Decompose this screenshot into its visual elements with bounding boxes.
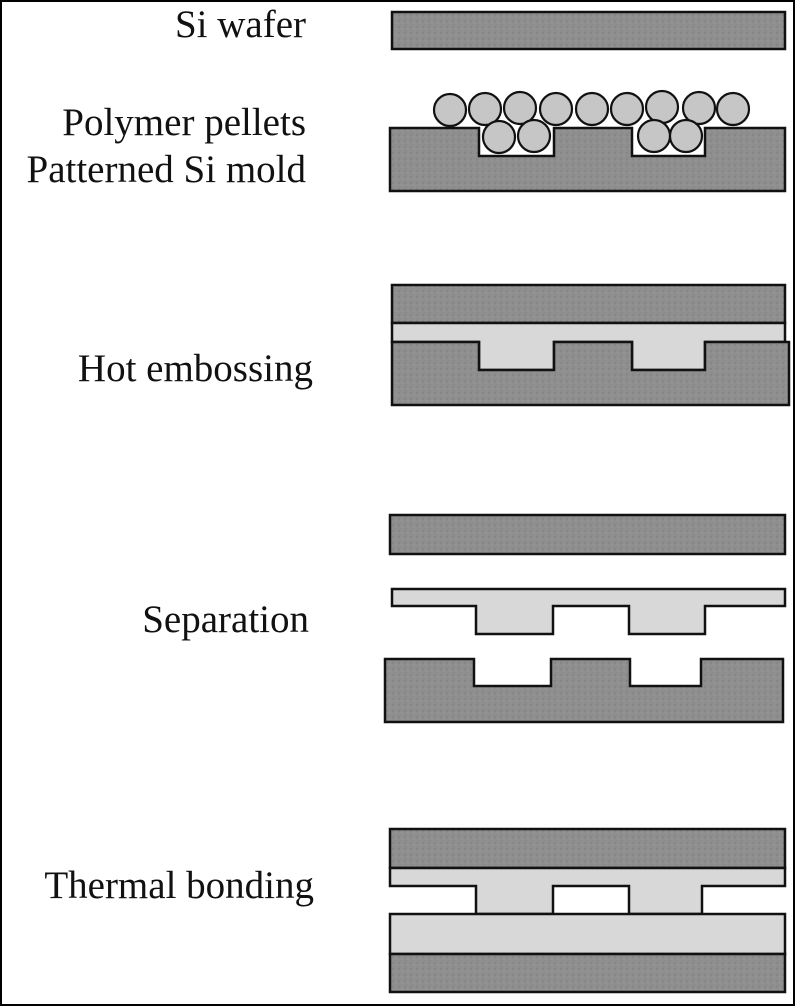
bonding-top-wafer <box>388 827 787 870</box>
separated-top-wafer <box>388 513 787 556</box>
label-polymer-pellets: Polymer pellets <box>62 101 306 144</box>
pellet <box>636 118 672 154</box>
hot-embossing-stack <box>390 283 791 407</box>
patterned-si-mold <box>388 126 787 193</box>
polymer-cover-layer <box>388 912 787 956</box>
si-wafer-plate <box>390 10 787 51</box>
polymer-pellets-group <box>432 89 751 155</box>
pellet <box>574 91 610 127</box>
separation-stack <box>383 513 787 724</box>
si-mold <box>390 340 791 407</box>
pellet <box>467 91 503 127</box>
label-thermal-bonding: Thermal bonding <box>44 864 314 907</box>
label-si-wafer: Si wafer <box>174 3 306 46</box>
pellet <box>644 89 680 125</box>
bottom-si-wafer <box>388 952 787 994</box>
separated-polymer-part <box>390 587 787 636</box>
label-patterned-si-mold: Patterned Si mold <box>26 148 306 191</box>
label-separation: Separation <box>142 598 309 641</box>
pellet <box>516 118 552 154</box>
label-hot-embossing: Hot embossing <box>77 347 313 390</box>
top-si-wafer <box>390 283 787 325</box>
pellet <box>609 91 645 127</box>
thermal-bonding-stack <box>388 827 787 994</box>
separated-si-mold <box>383 657 785 724</box>
pellet <box>538 91 574 127</box>
pellet <box>481 119 517 155</box>
pellet <box>432 92 468 128</box>
pellet <box>502 90 538 126</box>
pellet <box>681 90 717 126</box>
bonded-polymer-part <box>388 866 787 916</box>
pellet <box>668 118 704 154</box>
pellet <box>715 91 751 127</box>
